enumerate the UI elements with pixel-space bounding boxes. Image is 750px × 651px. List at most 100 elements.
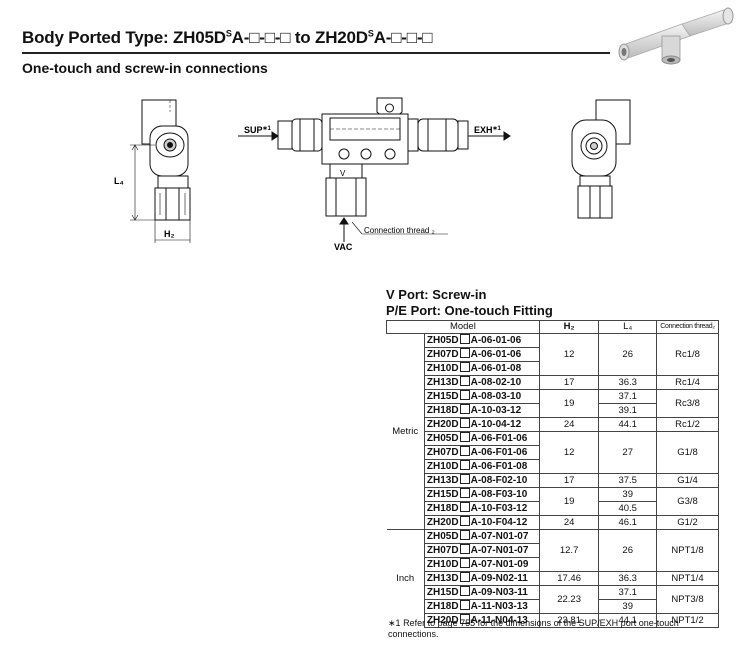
value-cell: 37.1 <box>598 585 657 601</box>
value-cell: NPT3/8 <box>656 585 719 615</box>
value-cell: NPT1/4 <box>656 571 719 587</box>
title-superscript-2: S <box>367 28 374 39</box>
value-cell: 17 <box>538 473 600 489</box>
right-side-view <box>571 99 631 219</box>
value-cell: 37.5 <box>598 473 657 489</box>
value-cell: Rc1/8 <box>656 333 719 377</box>
connection-thread-label: Connection thread ₂ <box>364 226 435 235</box>
value-cell: 46.1 <box>598 515 657 531</box>
value-cell: Rc3/8 <box>656 389 719 419</box>
value-cell: Rc1/4 <box>656 375 719 391</box>
value-cell: 44.1 <box>598 417 657 433</box>
value-cell: NPT1/8 <box>656 529 719 573</box>
vac-port-label: VAC <box>334 242 353 252</box>
value-cell: 17.46 <box>538 571 600 587</box>
h2-dimension-label: H₂ <box>164 229 175 239</box>
group-inch: Inch <box>386 529 425 628</box>
l4-dimension-label: L₄ <box>114 176 124 186</box>
value-cell: G1/8 <box>656 431 719 475</box>
footnote: ∗1 Refer to page 755 for the dimensions … <box>388 618 728 640</box>
front-view <box>238 97 511 242</box>
group-metric: Metric <box>386 333 425 530</box>
value-cell: 24 <box>538 515 600 531</box>
title-superscript: S <box>225 28 232 39</box>
exh-port-label: EXH∗1 <box>474 125 502 135</box>
sup-port-label: SUP∗1 <box>244 125 272 135</box>
value-cell: 39 <box>598 487 657 503</box>
value-cell: 19 <box>538 487 600 517</box>
dimension-drawing: SUP∗1 EXH∗1 VAC Connection thread ₂ L₄ H… <box>114 97 631 252</box>
value-cell: 12 <box>538 333 600 377</box>
table-title-v-port: V Port: Screw-in <box>386 287 487 302</box>
value-cell: 23.81 <box>538 613 600 629</box>
value-cell: 12.7 <box>538 529 600 573</box>
v-port-mark: V <box>340 169 346 178</box>
value-cell: G1/4 <box>656 473 719 489</box>
value-cell: 27 <box>598 431 657 475</box>
header-model: Model <box>386 319 540 335</box>
footnote-mark: ∗1 <box>388 618 401 628</box>
value-cell: 24 <box>538 417 600 433</box>
value-cell: 26 <box>598 529 657 573</box>
value-cell: G3/8 <box>656 487 719 517</box>
value-cell: 17 <box>538 375 600 391</box>
value-cell: 26 <box>598 333 657 377</box>
value-cell: 19 <box>538 389 600 419</box>
product-photo <box>618 7 734 65</box>
value-cell: 36.3 <box>598 571 657 587</box>
value-cell: 22.23 <box>538 585 600 615</box>
value-cell: NPT1/2 <box>656 613 719 629</box>
header-l4: L₄ <box>598 319 657 335</box>
spec-table: Model H₂ L₄ Connection thread₂ Metric ZH… <box>386 319 719 629</box>
value-cell: Rc1/2 <box>656 417 719 433</box>
footnote-text: Refer to page 755 for the dimensions of … <box>388 618 679 639</box>
value-cell: 39 <box>598 599 657 615</box>
title-underline <box>22 52 610 54</box>
title-suffix: A-□-□-□ <box>373 28 433 47</box>
value-cell: 44.1 <box>598 613 657 629</box>
value-cell: 36.3 <box>598 375 657 391</box>
left-side-view <box>130 99 191 243</box>
page-title: Body Ported Type: ZH05DSA-□-□-□ to ZH20D… <box>22 28 433 48</box>
value-cell: 37.1 <box>598 389 657 405</box>
table-title-pe-port: P/E Port: One-touch Fitting <box>386 303 553 318</box>
value-cell: 39.1 <box>598 403 657 419</box>
header-connection-thread: Connection thread₂ <box>656 319 719 335</box>
